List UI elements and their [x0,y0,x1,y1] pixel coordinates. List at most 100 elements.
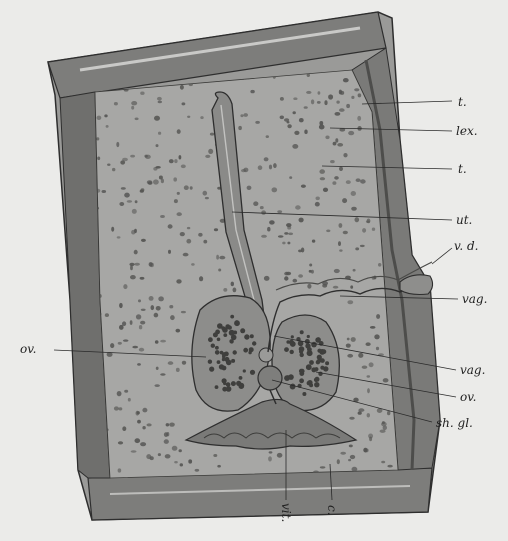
testis-dot [122,426,126,431]
testis-dot [358,411,362,414]
testis-dot [176,329,181,333]
testis-dot [364,448,368,452]
testis-dot [342,198,347,203]
testis-dot [130,320,133,325]
testis-dot [362,366,368,369]
testis-dot [357,116,361,121]
ovary-granule [230,315,234,319]
testis-dot [136,411,140,416]
testis-dot [147,180,153,184]
testis-dot [240,114,243,117]
testis-dot [140,442,146,446]
testis-dot [269,165,272,170]
testis-dot [124,193,130,198]
testis-dot [164,439,169,444]
testis-dot [231,282,234,287]
testis-dot [144,155,147,158]
testis-dot [233,288,237,293]
testis-dot [319,169,325,174]
testis-dot [367,413,370,417]
testis-dot [139,348,144,352]
ovary-granule [300,330,304,334]
testis-dot [346,180,351,184]
testis-dot [358,93,362,97]
testis-dot [128,398,131,402]
testis-dot [333,142,337,146]
ovary-granule [219,364,224,369]
testis-dot [131,230,135,235]
testis-dot [156,144,159,147]
testis-dot [160,373,165,376]
ovary-granule [252,341,256,345]
testis-dot [123,339,128,341]
ovary-granule [299,350,303,354]
ovary-granule [320,358,325,363]
testis-dot [374,334,379,339]
ovary-granule [302,392,306,396]
ovary-granule [317,359,320,362]
testis-dot [118,468,122,472]
testis-dot [358,408,364,412]
testis-dot [286,223,291,227]
testis-dot [367,388,370,393]
testis-dot [343,153,347,157]
label-vag-lower: vag. [460,364,485,376]
testis-dot [339,108,345,112]
testis-dot [174,199,178,203]
testis-dot [169,305,173,308]
ovary-granule [223,333,227,337]
label-ov-right: ov. [460,391,476,403]
testis-dot [174,159,177,163]
testis-dot [114,102,118,105]
testis-dot [320,466,326,468]
testis-dot [181,311,186,313]
ovary-granule [231,359,235,363]
testis-dot [323,188,328,192]
testis-dot [347,354,353,358]
testis-dot [119,407,123,410]
ovary-granule [234,320,240,326]
testis-dot [208,149,213,154]
ovary-granule [284,347,289,352]
testis-dot [191,263,195,266]
ovary-granule [238,383,244,389]
testis-dot [317,101,321,104]
testis-dot [355,247,359,250]
testis-dot [299,218,304,223]
testis-dot [130,155,135,158]
testis-dot [284,276,288,280]
testis-dot [286,272,291,275]
ovary-granule [290,341,296,347]
testis-dot [319,125,325,130]
testis-dot [141,188,145,191]
ovary-granule [222,352,227,357]
testis-dot [216,255,219,260]
testis-dot [273,163,277,168]
testis-dot [177,192,180,195]
testis-dot [351,191,356,196]
testis-dot [117,391,122,396]
testis-dot [309,264,312,267]
testis-dot [267,227,270,232]
ovary-granule [231,335,237,341]
testis-dot [338,241,341,246]
testis-dot [351,207,357,211]
testis-dot [351,337,356,342]
testis-dot [304,106,308,109]
testis-dot [147,423,152,426]
testis-dot [166,423,170,426]
ovary-granule [213,332,218,337]
testis-dot [154,116,160,121]
ovary-granule [233,350,237,354]
ovary-granule [250,334,254,338]
testis-dot [376,314,380,319]
testis-dot [261,235,267,238]
testis-dot [378,263,381,267]
testis-dot [311,270,314,274]
ovary-right [272,315,339,411]
testis-dot [150,263,154,267]
testis-dot [132,346,138,349]
ovary-granule [250,370,255,375]
ovary-granule [311,342,317,348]
testis-dot [324,100,327,105]
